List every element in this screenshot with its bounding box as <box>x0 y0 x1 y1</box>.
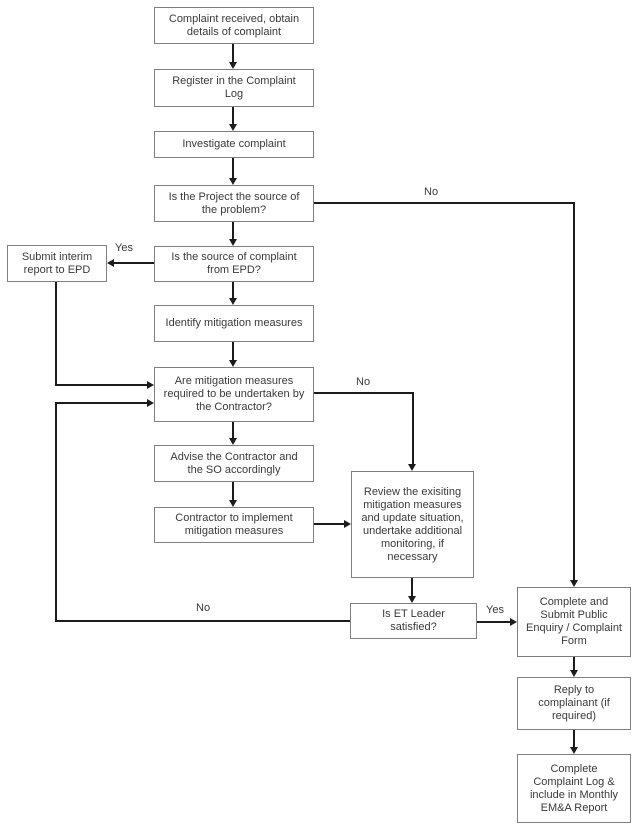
edge-review-et-vline <box>411 578 413 597</box>
edge-epd-to-identify-line <box>232 282 234 299</box>
node-et-leader-satisfied-decision: Is ET Leader satisfied? <box>350 603 477 639</box>
arrowhead-left-icon <box>107 259 114 267</box>
arrowhead-down-icon <box>570 670 578 677</box>
node-project-source-decision: Is the Project the source of the problem… <box>154 185 314 222</box>
edge-label-required-no: No <box>356 376 371 388</box>
node-label: Complaint received, obtain details of co… <box>168 12 300 38</box>
arrowhead-down-icon <box>229 124 237 131</box>
arrowhead-right-icon <box>510 618 517 626</box>
edge-interim-vline <box>55 282 57 386</box>
edge-project-to-epd-line <box>232 222 234 240</box>
node-label: Is the source of complaint from EPD? <box>171 251 297 276</box>
edge-received-to-register-line <box>232 44 234 63</box>
edge-label-et-no: No <box>196 602 211 614</box>
arrowhead-down-icon <box>229 178 237 185</box>
edge-identify-to-required-line <box>232 342 234 361</box>
arrowhead-right-icon <box>147 399 154 407</box>
edge-implement-review-hline <box>314 523 345 525</box>
node-complaint-received: Complaint received, obtain details of co… <box>154 7 314 44</box>
node-contractor-implement: Contractor to implement mitigation measu… <box>154 507 314 543</box>
node-label: Review the exisiting mitigation measures… <box>361 485 464 563</box>
edge-project-no-hline <box>314 202 575 204</box>
arrowhead-right-icon <box>147 381 154 389</box>
node-investigate-complaint: Investigate complaint <box>154 131 314 158</box>
node-label: Register in the Complaint Log <box>172 75 296 100</box>
node-label: Are mitigation measures required to be u… <box>163 375 305 413</box>
node-measures-required-decision: Are mitigation measures required to be u… <box>154 367 314 422</box>
edge-required-no-vline <box>412 392 414 465</box>
node-label: Complete Complaint Log & include in Mont… <box>529 762 619 814</box>
node-label: Investigate complaint <box>182 138 286 150</box>
node-label: Complete and Submit Public Enquiry / Com… <box>526 596 622 647</box>
node-label: Contractor to implement mitigation measu… <box>175 512 293 537</box>
edge-et-no-hline-bottom <box>56 620 350 622</box>
node-submit-interim-report: Submit interim report to EPD <box>7 245 107 282</box>
edge-et-no-vline <box>55 402 57 622</box>
edge-label-epd-yes: Yes <box>115 242 133 254</box>
node-source-epd-decision: Is the source of complaint from EPD? <box>154 246 314 282</box>
edge-investigate-to-project-line <box>232 158 234 179</box>
node-label: Reply to complainant (if required) <box>538 684 610 722</box>
edge-et-no-hline-top <box>55 402 147 404</box>
node-register-log: Register in the Complaint Log <box>154 69 314 107</box>
edge-required-no-hline <box>314 392 414 394</box>
node-label: Advise the Contractor and the SO accordi… <box>170 450 298 476</box>
node-complete-enquiry-form: Complete and Submit Public Enquiry / Com… <box>517 587 631 657</box>
edge-project-no-vline <box>573 202 575 582</box>
edge-epd-yes-hline <box>113 262 154 264</box>
node-complete-log-report: Complete Complaint Log & include in Mont… <box>517 754 631 823</box>
edge-required-to-advise-line <box>232 422 234 439</box>
edge-et-yes-hline <box>477 621 511 623</box>
edge-label-et-yes: Yes <box>486 604 504 616</box>
node-review-existing-measures: Review the exisiting mitigation measures… <box>351 471 474 578</box>
arrowhead-down-icon <box>229 298 237 305</box>
node-label: Is ET Leader satisfied? <box>382 608 445 633</box>
edge-interim-hline <box>55 384 147 386</box>
arrowhead-down-icon <box>229 239 237 246</box>
node-label: Identify mitigation measures <box>165 317 303 329</box>
node-label: Is the Project the source of the problem… <box>168 190 300 216</box>
node-identify-measures: Identify mitigation measures <box>154 305 314 342</box>
edge-label-project-no: No <box>424 186 439 198</box>
edge-register-to-investigate-line <box>232 107 234 125</box>
arrowhead-right-icon <box>344 520 351 528</box>
arrowhead-down-icon <box>408 596 416 603</box>
edge-form-reply-vline <box>573 657 575 671</box>
edge-advise-to-implement-line <box>232 482 234 501</box>
arrowhead-down-icon <box>408 464 416 471</box>
arrowhead-down-icon <box>229 438 237 445</box>
arrowhead-down-icon <box>229 360 237 367</box>
arrowhead-down-icon <box>570 747 578 754</box>
arrowhead-down-icon <box>229 62 237 69</box>
node-reply-complainant: Reply to complainant (if required) <box>517 677 631 730</box>
arrowhead-down-icon <box>570 580 578 587</box>
node-label: Submit interim report to EPD <box>21 250 93 276</box>
arrowhead-down-icon <box>229 500 237 507</box>
node-advise-contractor: Advise the Contractor and the SO accordi… <box>154 445 314 482</box>
edge-reply-log-vline <box>573 730 575 748</box>
